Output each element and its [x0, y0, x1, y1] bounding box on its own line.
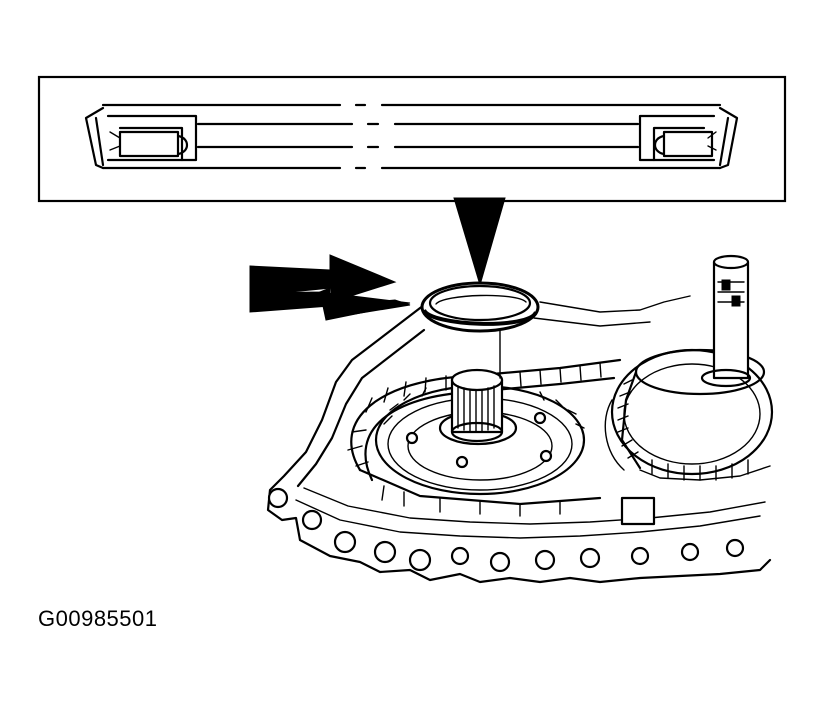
seal-ring: [420, 281, 540, 333]
detail-pointer: [453, 197, 506, 287]
case-outline: [266, 303, 772, 584]
left-sprocket: [374, 329, 586, 496]
case-bolt-bosses: [267, 487, 745, 573]
seal-cross-section-inset: [37, 75, 787, 203]
figure-id-label: G00985501: [38, 606, 158, 631]
installation-arrows: [249, 254, 411, 321]
sprocket-teeth: [383, 387, 585, 429]
transmission-case: [266, 254, 774, 584]
right-sprocket: [604, 254, 774, 526]
inset-seal-left: [84, 106, 198, 170]
inset-seal-right: [638, 106, 739, 170]
inset-housing-lines: [101, 103, 722, 170]
